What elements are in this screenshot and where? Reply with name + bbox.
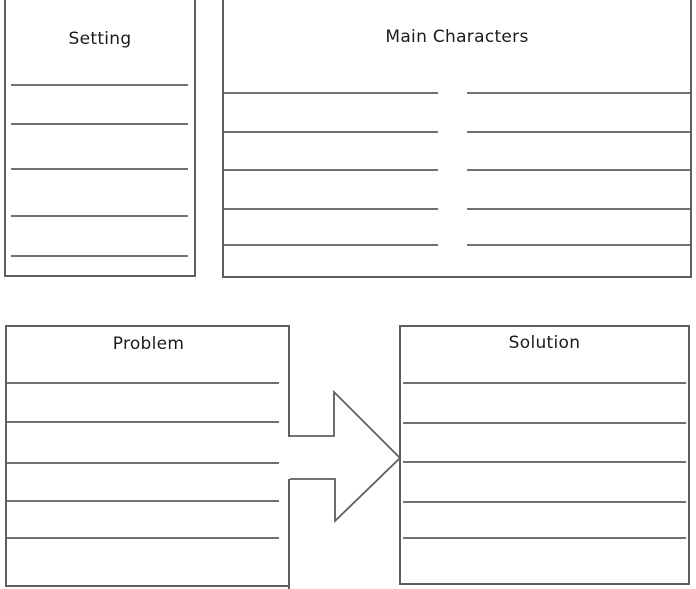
writing-line bbox=[224, 208, 438, 210]
writing-line bbox=[7, 537, 279, 539]
writing-line bbox=[7, 462, 279, 464]
main-characters-title: Main Characters bbox=[385, 27, 529, 47]
writing-line bbox=[403, 382, 686, 384]
writing-line bbox=[11, 84, 188, 86]
writing-line bbox=[224, 131, 438, 133]
writing-line bbox=[7, 500, 279, 502]
writing-line bbox=[403, 537, 686, 539]
writing-line bbox=[224, 92, 438, 94]
solution-box: Solution bbox=[399, 325, 690, 585]
writing-line bbox=[403, 501, 686, 503]
writing-line bbox=[224, 169, 438, 171]
writing-line bbox=[11, 168, 188, 170]
problem-to-solution-arrow-icon bbox=[288, 325, 402, 589]
writing-line bbox=[224, 244, 438, 246]
writing-line bbox=[7, 421, 279, 423]
solution-title: Solution bbox=[508, 333, 581, 353]
writing-line bbox=[11, 123, 188, 125]
writing-line bbox=[7, 382, 279, 384]
writing-line bbox=[467, 92, 690, 94]
writing-line bbox=[403, 422, 686, 424]
problem-title: Problem bbox=[112, 334, 185, 354]
writing-line bbox=[467, 244, 690, 246]
setting-title: Setting bbox=[68, 29, 132, 49]
writing-line bbox=[403, 461, 686, 463]
writing-line bbox=[11, 215, 188, 217]
writing-line bbox=[11, 255, 188, 257]
main-characters-box: Main Characters bbox=[222, 0, 692, 278]
setting-box: Setting bbox=[4, 0, 196, 277]
writing-line bbox=[467, 131, 690, 133]
writing-line bbox=[467, 169, 690, 171]
problem-box: Problem bbox=[5, 325, 290, 587]
writing-line bbox=[467, 208, 690, 210]
